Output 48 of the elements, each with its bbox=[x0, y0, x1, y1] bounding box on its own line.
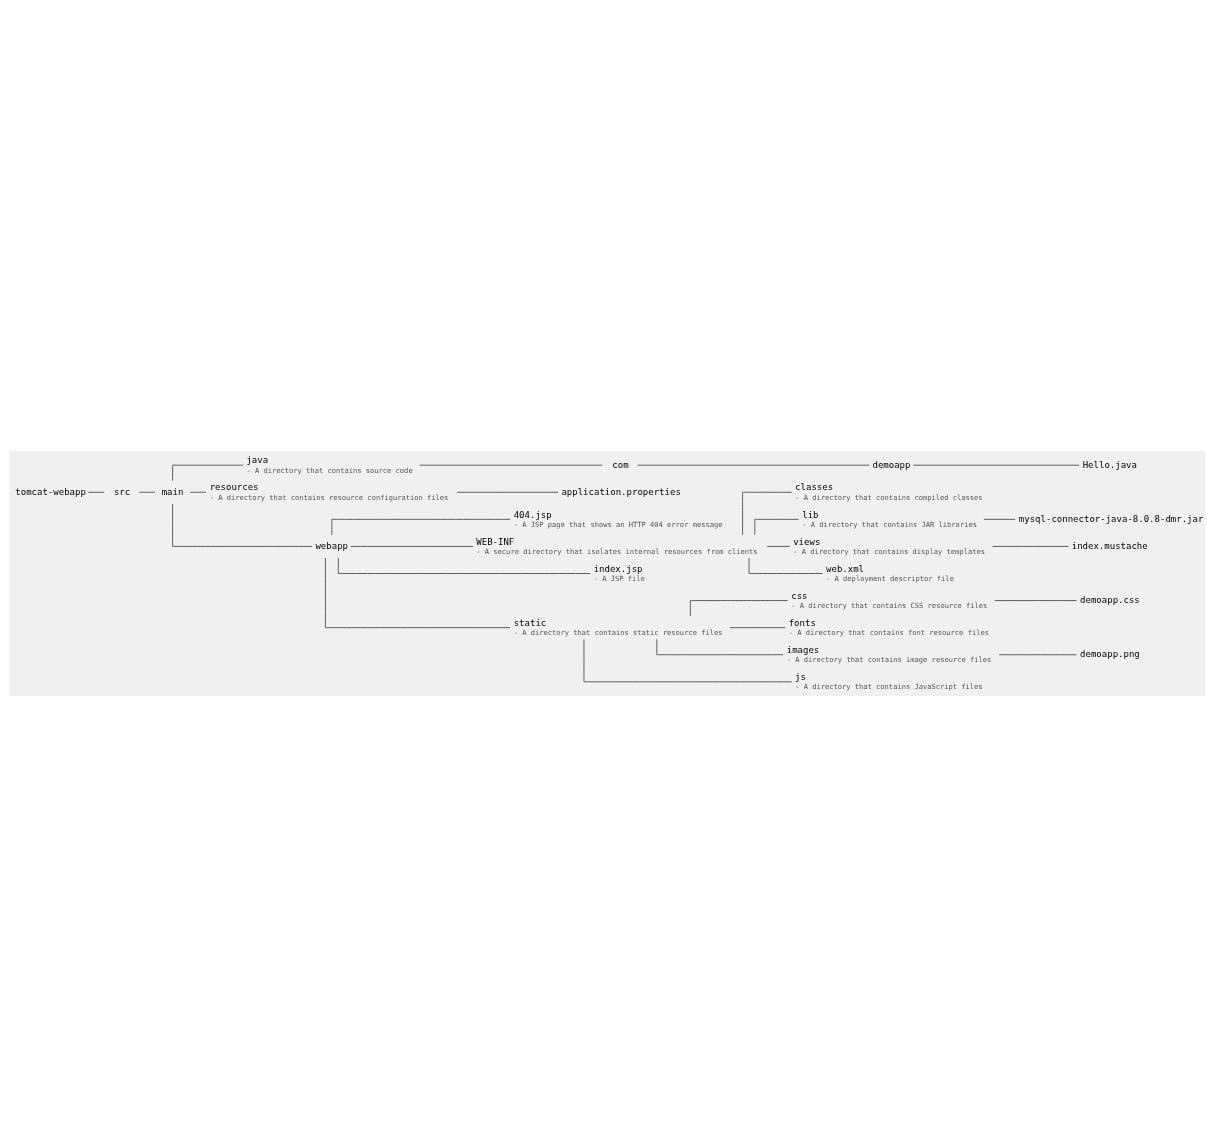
node-text: fonts bbox=[788, 617, 816, 628]
connector bbox=[325, 557, 511, 628]
node-text: static bbox=[513, 617, 547, 628]
connector bbox=[331, 518, 511, 535]
node-text: index.jsp bbox=[593, 563, 643, 574]
node-text: WEB-INF bbox=[476, 536, 515, 547]
connector bbox=[350, 545, 474, 547]
connector bbox=[983, 518, 1016, 520]
node-text: Hello.java bbox=[1082, 459, 1137, 470]
node-text: css bbox=[791, 590, 808, 601]
node-text: webapp bbox=[315, 540, 349, 551]
node-text: mysql-connector-java-8.0.8-dmr.jar bbox=[1018, 513, 1204, 524]
connector bbox=[87, 491, 105, 493]
node-text: index.mustache bbox=[1071, 540, 1148, 551]
connector bbox=[138, 491, 156, 493]
connector bbox=[742, 491, 793, 535]
connector bbox=[992, 545, 1069, 547]
node-text: images bbox=[786, 644, 820, 655]
node-text: main bbox=[161, 486, 184, 497]
node-text: demoapp.css bbox=[1080, 594, 1140, 605]
connector bbox=[456, 491, 559, 493]
connector bbox=[656, 638, 784, 655]
connector bbox=[994, 599, 1077, 601]
connector bbox=[583, 638, 793, 682]
node-text: application.properties bbox=[561, 486, 681, 497]
node-text: classes bbox=[795, 481, 834, 492]
connector bbox=[172, 503, 313, 547]
connector bbox=[689, 599, 788, 616]
connector bbox=[748, 557, 823, 574]
node-text: 404.jsp bbox=[513, 509, 552, 520]
node-text: web.xml bbox=[826, 563, 865, 574]
node-text: lib bbox=[802, 509, 819, 520]
node-text: src bbox=[113, 486, 131, 497]
node-text: js bbox=[795, 671, 806, 682]
connector bbox=[754, 518, 799, 535]
node-text: java bbox=[246, 454, 269, 465]
connector bbox=[189, 491, 207, 493]
node-text: views bbox=[793, 536, 821, 547]
node-text: resources bbox=[209, 481, 259, 492]
node-text: demoapp bbox=[872, 459, 911, 470]
connector bbox=[172, 464, 244, 481]
node-text: com bbox=[612, 459, 629, 470]
connector bbox=[729, 626, 786, 628]
connector bbox=[337, 557, 591, 574]
connector bbox=[766, 545, 791, 547]
node-text: demoapp.png bbox=[1080, 648, 1140, 659]
node-text: tomcat-webapp bbox=[15, 486, 86, 497]
connector bbox=[998, 653, 1077, 655]
